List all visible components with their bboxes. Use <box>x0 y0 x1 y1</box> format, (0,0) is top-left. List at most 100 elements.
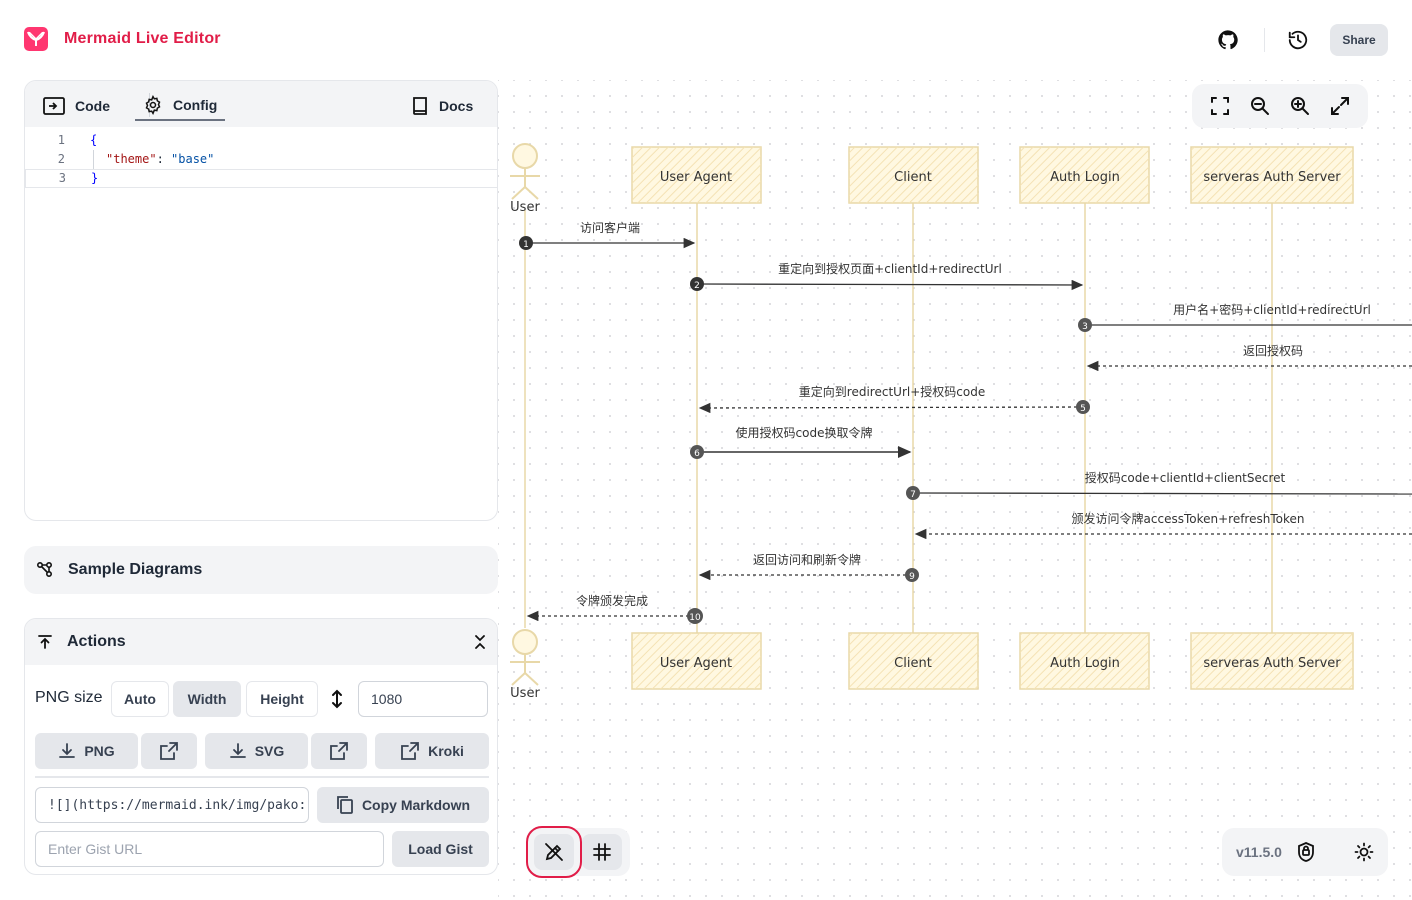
participant-auth-server: serveras Auth Server <box>1190 146 1354 204</box>
actions-divider <box>35 776 489 778</box>
size-value-input[interactable]: 1080 <box>358 681 488 717</box>
message-number: 5 <box>1080 404 1086 414</box>
gist-url-input[interactable]: Enter Gist URL <box>35 831 384 867</box>
tab-divider <box>149 93 150 117</box>
copy-markdown-button[interactable]: Copy Markdown <box>317 787 489 823</box>
tab-config[interactable]: Config <box>135 91 226 121</box>
editor-panel: Code Config Docs 1 { 2 "theme": "base" 3… <box>24 80 498 521</box>
diagram-canvas[interactable]: User User Agent Client Auth Login server… <box>498 80 1412 900</box>
grid-toggle-button[interactable] <box>582 834 622 870</box>
participant-auth-login: Auth Login <box>1019 146 1150 204</box>
size-height-button[interactable]: Height <box>246 681 318 717</box>
zoom-in-button[interactable] <box>1280 88 1320 124</box>
code-line: 2 "theme": "base" <box>25 150 497 169</box>
github-icon <box>1218 30 1238 50</box>
app-header: Mermaid Live Editor Share <box>0 0 1412 80</box>
participant-label: serveras Auth Server <box>1203 170 1341 185</box>
line-number: 1 <box>57 133 65 147</box>
tab-code-label: Code <box>75 98 110 114</box>
shield-icon[interactable] <box>1296 841 1316 863</box>
history-button[interactable] <box>1282 24 1314 56</box>
message-label: 返回授权码 <box>1243 343 1303 358</box>
tab-docs[interactable]: Docs <box>411 91 473 121</box>
participant-auth-server-bottom: serveras Auth Server <box>1190 632 1354 690</box>
actor-user-top <box>510 143 540 200</box>
png-size-label: PNG size <box>35 689 103 706</box>
sun-icon[interactable] <box>1354 842 1374 862</box>
zoom-out-icon <box>1251 97 1269 115</box>
json-value: "base" <box>171 152 215 166</box>
message-number: 9 <box>909 572 915 582</box>
code-text: } <box>91 171 99 185</box>
size-width-button[interactable]: Width <box>173 681 241 717</box>
message-number: 6 <box>694 449 700 459</box>
markdown-input[interactable]: ![](https://mermaid.ink/img/pako: <box>35 787 309 823</box>
grid-icon <box>593 843 611 861</box>
fit-view-button[interactable] <box>1200 88 1240 124</box>
indent-guide <box>93 150 94 169</box>
book-icon <box>413 97 427 115</box>
open-svg-button[interactable] <box>311 733 367 769</box>
message-label: 重定向到redirectUrl+授权码code <box>799 384 985 399</box>
line-number: 2 <box>57 152 65 166</box>
participant-auth-login-bottom: Auth Login <box>1019 632 1150 690</box>
tab-code[interactable]: Code <box>43 91 110 121</box>
participant-client: Client <box>848 146 979 204</box>
fit-screen-icon <box>1211 97 1229 115</box>
message-2: 2 重定向到授权页面+clientId+redirectUrl <box>690 261 1084 291</box>
line-number: 3 <box>58 171 66 185</box>
app-title[interactable]: Mermaid Live Editor <box>64 30 221 47</box>
hand-drawn-toggle-button[interactable] <box>526 826 582 878</box>
message-6: 6 使用授权码code换取令牌 <box>690 425 912 459</box>
png-label: PNG <box>84 743 115 759</box>
sample-diagrams-panel[interactable]: Sample Diagrams <box>24 546 498 594</box>
draw-toolbar <box>526 826 630 878</box>
copy-markdown-label: Copy Markdown <box>361 797 471 813</box>
actor-user-bottom <box>510 629 540 686</box>
message-label: 返回访问和刷新令牌 <box>753 552 861 567</box>
participant-label: Auth Login <box>1050 656 1120 671</box>
editor-tabbar: Code Config Docs <box>25 81 497 127</box>
message-label: 访问客户端 <box>580 220 640 235</box>
share-button[interactable]: Share <box>1330 24 1388 56</box>
participant-label: Client <box>894 656 932 671</box>
external-link-icon <box>401 742 419 760</box>
message-label: 授权码code+clientId+clientSecret <box>1085 470 1286 485</box>
load-gist-button[interactable]: Load Gist <box>392 831 489 867</box>
version-toolbar: v11.5.0 <box>1222 828 1388 876</box>
message-1: 1 访问客户端 <box>519 220 696 250</box>
mermaid-logo-icon[interactable] <box>24 27 48 51</box>
download-png-button[interactable]: PNG <box>35 733 138 769</box>
collapse-chevron-icon[interactable] <box>473 633 487 651</box>
participant-label: User Agent <box>660 656 732 671</box>
actions-panel: Actions PNG size Auto Width Height 1080 … <box>24 618 498 875</box>
config-code-editor[interactable]: 1 { 2 "theme": "base" 3 } <box>25 127 497 520</box>
actor-label: User <box>510 686 540 701</box>
open-png-button[interactable] <box>141 733 197 769</box>
tab-config-label: Config <box>173 97 218 113</box>
size-auto-button[interactable]: Auto <box>111 681 169 717</box>
upload-icon <box>38 635 52 649</box>
tab-docs-label: Docs <box>439 98 474 114</box>
message-9: 9 返回访问和刷新令牌 <box>698 552 919 582</box>
download-svg-button[interactable]: SVG <box>205 733 308 769</box>
participant-label: Client <box>894 170 932 185</box>
participant-user-agent-bottom: User Agent <box>631 632 762 690</box>
actions-header[interactable]: Actions <box>25 619 497 665</box>
download-icon <box>229 743 246 758</box>
message-number: 2 <box>694 281 700 291</box>
github-button[interactable] <box>1212 24 1244 56</box>
kroki-button[interactable]: Kroki <box>375 733 489 769</box>
external-link-icon <box>160 742 178 760</box>
resize-vertical-icon <box>332 689 342 709</box>
view-toolbar <box>1192 84 1368 128</box>
copy-icon <box>337 796 353 814</box>
message-8: 颁发访问令牌accessToken+refreshToken <box>914 511 1412 540</box>
svg-label: SVG <box>254 743 285 759</box>
actor-label: User <box>510 200 540 215</box>
code-text: "theme": "base" <box>106 150 214 169</box>
fullscreen-button[interactable] <box>1320 88 1360 124</box>
message-label: 令牌颁发完成 <box>576 593 648 608</box>
participant-label: Auth Login <box>1050 170 1120 185</box>
zoom-out-button[interactable] <box>1240 88 1280 124</box>
